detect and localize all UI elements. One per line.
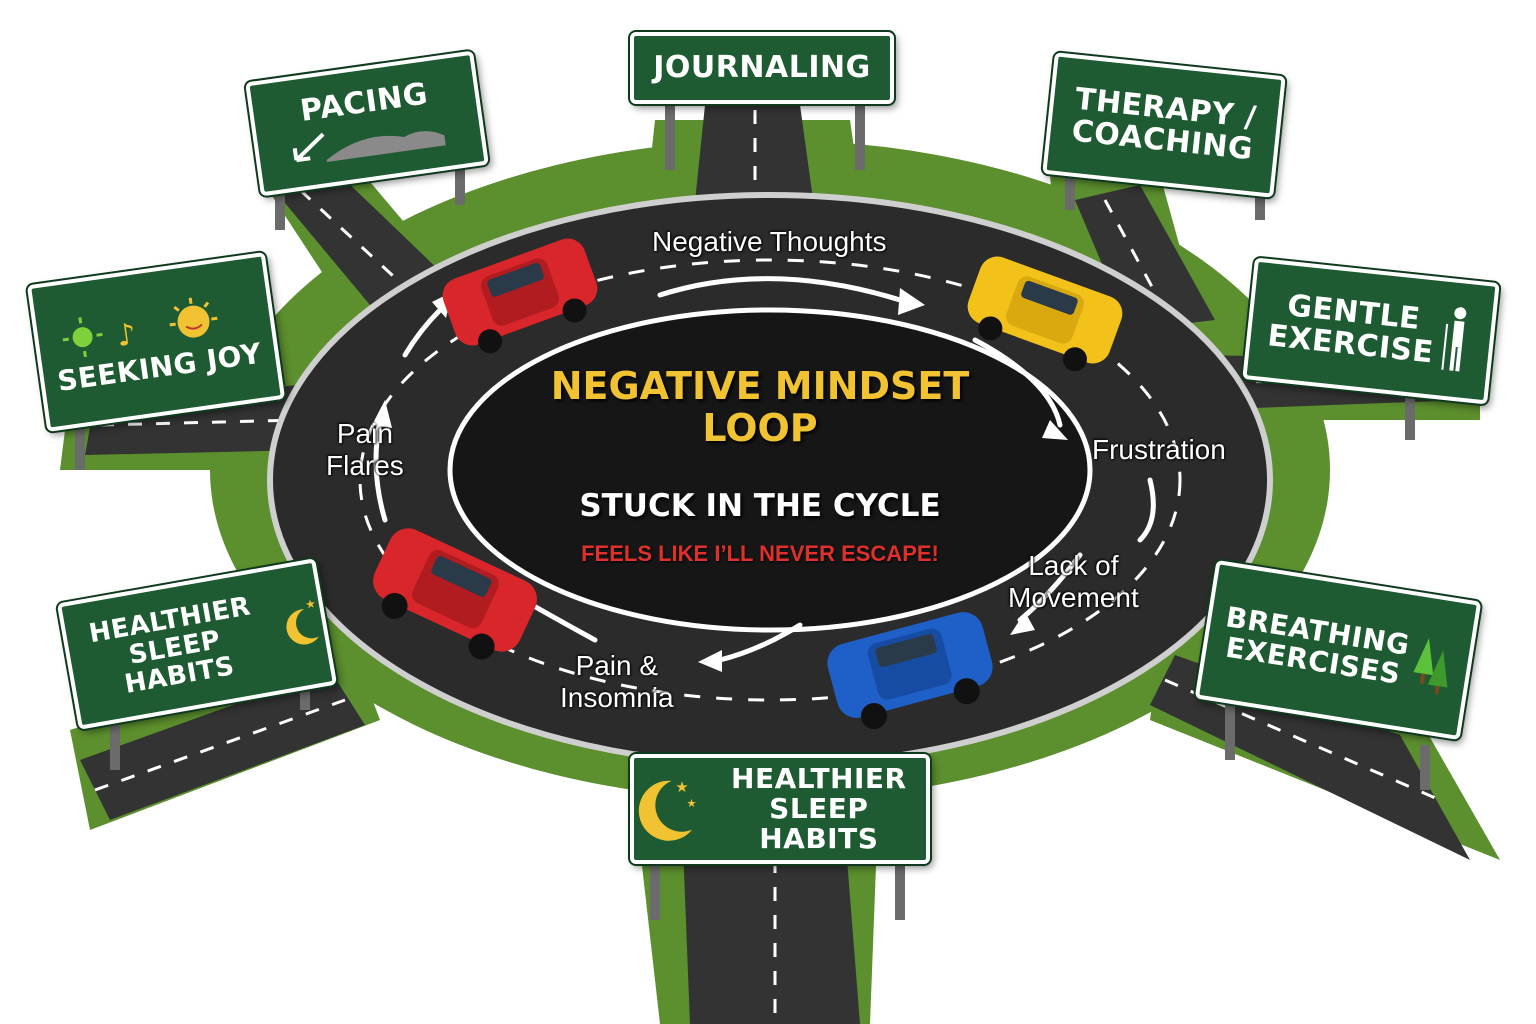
center-title-line2: LOOP	[702, 405, 818, 450]
center-island	[447, 307, 1093, 633]
pine-trees-icon	[1413, 638, 1448, 695]
car-red-bottom	[373, 528, 537, 660]
sun-icon: ♪	[62, 297, 218, 358]
label-lack-of-movement-line1: Lack of	[1028, 550, 1119, 581]
center-title-line1: NEGATIVE MINDSET	[550, 364, 970, 408]
car-blue	[827, 612, 993, 730]
sign-gentle-exercise: GENTLE EXERCISE	[1242, 257, 1500, 405]
label-frustration: Frustration	[1092, 434, 1226, 465]
sign-seeking-joy: ♪ SEEKING JOY	[26, 252, 286, 432]
label-lack-of-movement-line2: Movement	[1008, 582, 1139, 614]
turn-arrow-icon	[292, 130, 446, 162]
center-title: NEGATIVE MINDSET LOOP	[460, 364, 1060, 450]
label-pain-insomnia-line1: Pain &	[575, 650, 659, 681]
car-yellow	[967, 256, 1123, 372]
label-lack-of-movement: Lack of Movement	[1008, 550, 1139, 614]
svg-text:★: ★	[687, 797, 698, 810]
sign-breathing-exercises: BREATHING EXERCISES	[1194, 559, 1482, 741]
car-red-top	[442, 238, 598, 354]
label-pain-insomnia-line2: Insomnia	[560, 682, 674, 714]
center-subtitle: STUCK IN THE CYCLE	[579, 488, 941, 524]
center-tagline: FEELS LIKE I’LL NEVER ESCAPE!	[581, 541, 939, 566]
walking-person-icon	[1441, 307, 1467, 372]
moon-stars-icon: ★ ★	[638, 778, 698, 841]
roundabout-lane-dashes	[358, 258, 1182, 702]
sign-journaling: JOURNALING	[630, 32, 894, 104]
svg-text:♪: ♪	[114, 317, 138, 354]
sign-sleep-bottom-line1: HEALTHIER	[731, 761, 907, 795]
label-pain-insomnia: Pain & Insomnia	[560, 650, 674, 714]
sign-posts	[75, 100, 1430, 920]
label-pain-flares-line1: Pain	[336, 418, 393, 449]
label-negative-thoughts: Negative Thoughts	[652, 226, 887, 257]
sign-sleep-bottom: ★ ★ HEALTHIER SLEEP HABITS	[630, 754, 930, 864]
moon-stars-icon: ★	[286, 596, 319, 645]
sign-pacing: PACING	[245, 50, 489, 197]
label-pain-flares-line2: Flares	[326, 450, 404, 482]
svg-text:★: ★	[304, 596, 317, 612]
svg-text:★: ★	[675, 778, 689, 796]
sign-sleep-bottom-line2: SLEEP HABITS	[759, 791, 879, 856]
sign-sleep-left: HEALTHIER SLEEP HABITS ★	[56, 558, 338, 730]
sign-journaling-text: JOURNALING	[653, 49, 871, 85]
sign-therapy-coaching: THERAPY / COACHING	[1042, 52, 1286, 198]
label-pain-flares: Pain Flares	[326, 418, 404, 482]
